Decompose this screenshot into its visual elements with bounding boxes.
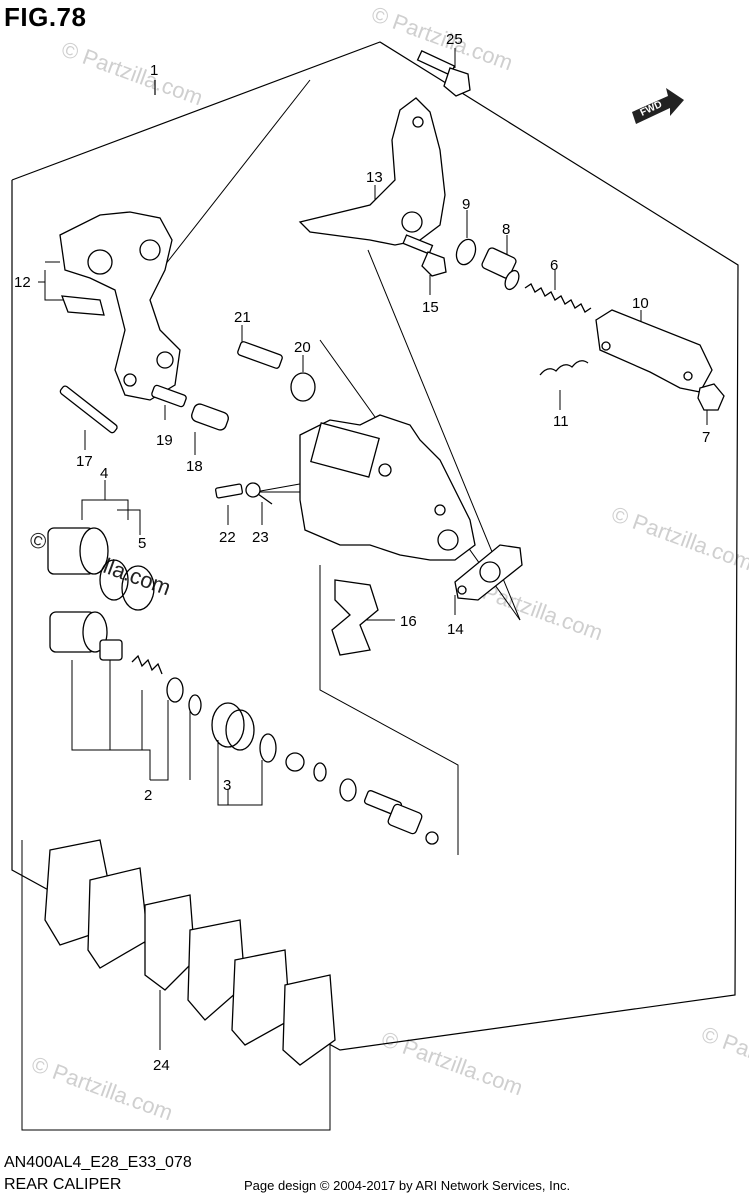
part-10-lever-icon — [595, 309, 713, 393]
callout-13: 13 — [366, 169, 383, 186]
watermark-text: © Partzilla.com — [378, 1026, 526, 1100]
callout-24: 24 — [153, 1057, 170, 1074]
part-25-bolt-icon — [416, 49, 471, 97]
watermarks: © Partzilla.com © Partzilla.com © Partzi… — [26, 1, 749, 1125]
callout-7: 7 — [702, 429, 710, 446]
part-8-bushing-icon — [481, 247, 520, 291]
callout-8: 8 — [502, 221, 510, 238]
callout-11: 11 — [553, 413, 569, 430]
watermark-text: © Partzilla.com — [698, 1021, 749, 1095]
callout-3: 3 — [223, 777, 231, 794]
callout-15: 15 — [422, 299, 439, 316]
part-19-boot-icon — [151, 384, 187, 408]
callout-6: 6 — [550, 257, 558, 274]
callout-20: 20 — [294, 339, 311, 356]
part-18-bushing-icon — [191, 403, 229, 431]
model-code: AN400AL4_E28_E33_078 — [4, 1154, 192, 1171]
callout-17: 17 — [76, 453, 93, 470]
callout-22: 22 — [219, 529, 236, 546]
credit-text: Page design © 2004-2017 by ARI Network S… — [244, 1178, 571, 1193]
callout-23: 23 — [252, 529, 269, 546]
part-13-bracket-icon — [298, 97, 446, 246]
figure-title: FIG.78 — [4, 2, 87, 32]
section-name: REAR CALIPER — [4, 1176, 122, 1193]
callout-12: 12 — [14, 274, 31, 291]
part-16-pad-spring-icon — [331, 579, 379, 656]
part-12-caliper-holder-icon — [59, 211, 181, 401]
callout-10: 10 — [632, 295, 649, 312]
callout-19: 19 — [156, 432, 173, 449]
part-5-seal-icon — [99, 559, 129, 601]
part-14-gasket-icon — [454, 544, 523, 601]
part-17-pin-icon — [59, 385, 118, 434]
part-22-bleeder-icon — [214, 483, 244, 499]
callout-16: 16 — [400, 613, 417, 630]
callout-labels: 1 2 3 4 5 6 7 8 9 10 11 12 13 14 15 16 1… — [14, 31, 710, 1074]
callout-14: 14 — [447, 621, 464, 638]
caliper-body-icon — [299, 414, 476, 561]
part-20-boot-icon — [290, 372, 316, 402]
callout-21: 21 — [234, 309, 251, 326]
watermark-text: © Partzilla.com — [608, 501, 749, 575]
callout-9: 9 — [462, 196, 470, 213]
part-6-spring-icon — [524, 283, 592, 313]
part-11-spring-icon — [539, 360, 589, 376]
callout-5: 5 — [138, 535, 146, 552]
part-21-pin-icon — [237, 341, 283, 369]
part-24-brake-pads-icon — [44, 839, 336, 1066]
part-4-piston-icon — [47, 527, 109, 575]
part-15-bolt-icon — [402, 234, 447, 277]
part-drawings — [44, 49, 725, 1066]
callout-1: 1 — [150, 62, 158, 79]
piston-stack-icon — [49, 611, 439, 845]
part-5-seal-icon — [121, 565, 155, 611]
fwd-arrow-icon: FWD — [632, 88, 684, 124]
callout-25: 25 — [446, 31, 463, 48]
watermark-text: © Partzilla.com — [58, 36, 206, 110]
part-9-o-ring-icon — [455, 238, 477, 266]
part-23-cap-icon — [245, 482, 273, 505]
callout-4: 4 — [100, 465, 108, 482]
callout-2: 2 — [144, 787, 152, 804]
callout-18: 18 — [186, 458, 203, 475]
part-7-nut-icon — [697, 383, 725, 411]
